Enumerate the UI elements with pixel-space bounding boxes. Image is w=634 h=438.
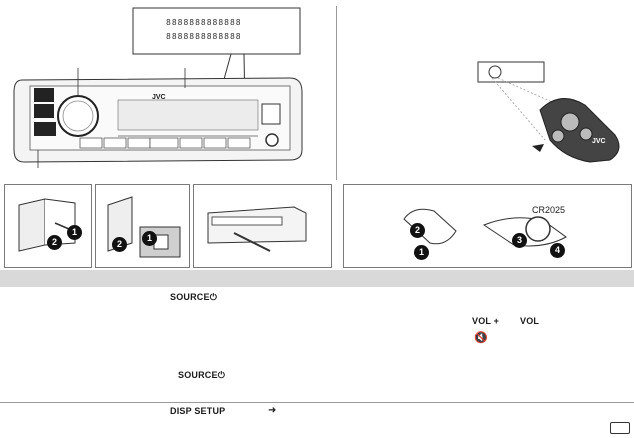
- remote-figure: JVC: [440, 50, 630, 180]
- unit-brand-logo: JVC: [152, 94, 166, 101]
- remote-brand-logo: JVC: [592, 138, 606, 145]
- head-unit-figure: 8888888888888 8888888888888 JVC: [0, 0, 334, 180]
- battery-box: CR2025 2 1 3 4: [343, 184, 632, 268]
- step-number-2c: 2: [410, 223, 425, 238]
- disp-setup-label: DISP SETUP: [170, 406, 226, 416]
- battery-type-label: CR2025: [532, 205, 566, 215]
- step-number-2: 2: [47, 235, 62, 250]
- remote-svg: [477, 61, 620, 163]
- bottom-divider: [0, 402, 634, 403]
- source-key-label-1: SOURCE⏻: [170, 292, 218, 302]
- head-unit-svg: [13, 7, 303, 168]
- display-top-segments: 8888888888888: [166, 18, 242, 27]
- source-key-label-2: SOURCE⏻: [178, 370, 226, 380]
- step-number-1b: 1: [142, 231, 157, 246]
- power-icon: ⏻: [209, 292, 218, 302]
- page-tab-marker: [610, 422, 630, 434]
- reset-button-svg: [207, 206, 307, 252]
- step-number-1: 1: [67, 225, 82, 240]
- step-number-3c: 3: [512, 233, 527, 248]
- vertical-divider: [336, 6, 337, 180]
- display-mid-segments: 8888888888888: [166, 32, 242, 41]
- power-icon-2: ⏻: [217, 370, 226, 380]
- vol-minus-label: VOL: [520, 316, 540, 326]
- right-arrow-icon: ➜: [268, 405, 277, 416]
- step-number-2b: 2: [112, 237, 127, 252]
- speaker-mute-icon: 🔇: [474, 332, 488, 344]
- step-number-1c: 1: [414, 245, 429, 260]
- vol-plus-label: VOL +: [472, 316, 500, 326]
- attach-panel-svg: [107, 196, 181, 258]
- section-header-band: [0, 270, 634, 287]
- step-box-2: 1 2: [95, 184, 190, 268]
- battery-svg: [403, 208, 567, 247]
- step-number-4c: 4: [550, 243, 565, 258]
- step-box-1: 1 2: [4, 184, 92, 268]
- step-box-3: [193, 184, 332, 268]
